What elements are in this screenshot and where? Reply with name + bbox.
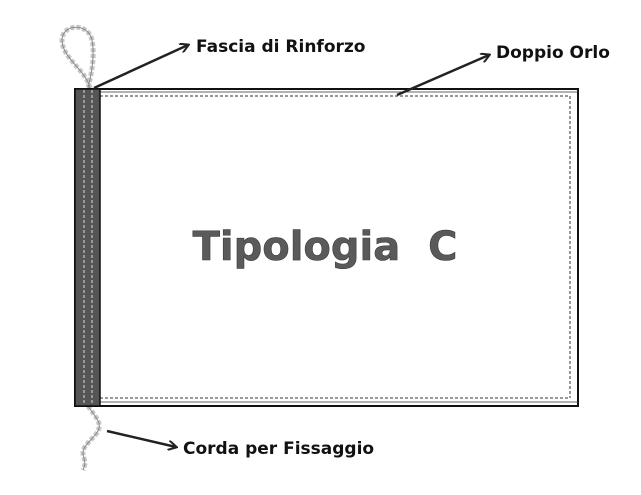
reinforcement-arrow bbox=[93, 45, 188, 90]
hem-arrow bbox=[396, 55, 489, 97]
rope-loop-icon bbox=[59, 24, 96, 89]
reinforcement-label: Fascia di Rinforzo bbox=[196, 37, 365, 57]
rope-end-icon bbox=[80, 404, 102, 472]
flag-body bbox=[74, 88, 579, 407]
double-hem-label: Doppio Orlo bbox=[496, 43, 610, 63]
double-hem-stitching bbox=[100, 95, 571, 399]
flag-title: Tipologia C bbox=[193, 224, 458, 270]
cord-label: Corda per Fissaggio bbox=[183, 439, 374, 459]
cord-arrow bbox=[106, 429, 176, 447]
reinforcement-band bbox=[74, 88, 101, 407]
reinforcement-stitching bbox=[83, 90, 93, 405]
